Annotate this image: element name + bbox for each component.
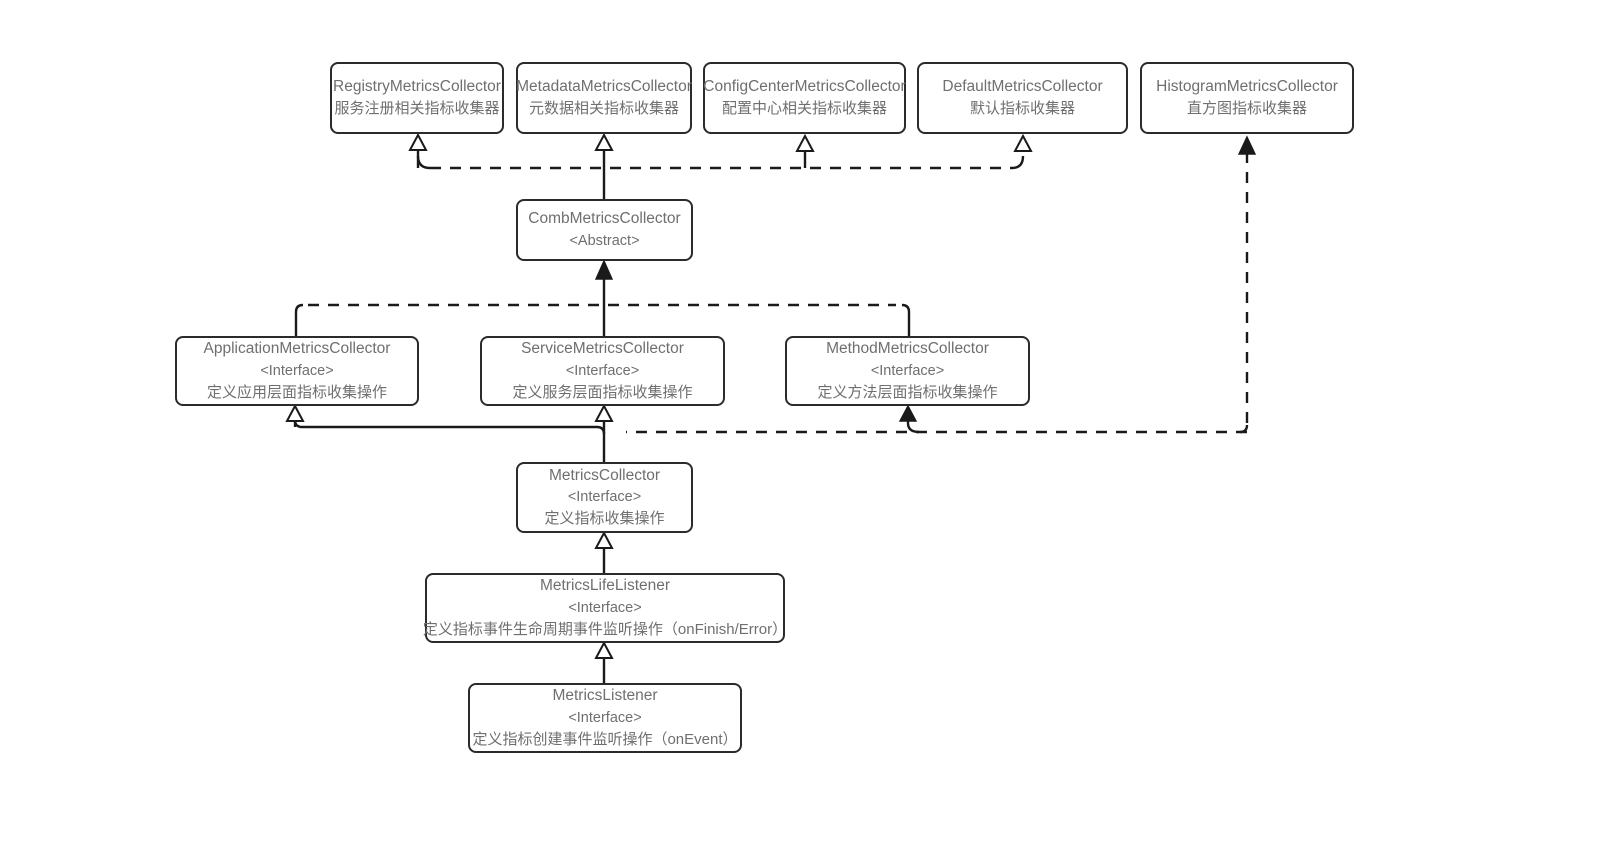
generalization-arrowhead-metricscollector xyxy=(594,530,614,549)
class-description: 元数据相关指标收集器 xyxy=(528,100,679,118)
class-name: ConfigCenterMetricsCollector xyxy=(703,77,906,95)
edge-metricscollector-to-interfaces xyxy=(293,419,606,462)
class-stereotype: <Interface> xyxy=(567,489,642,506)
class-name: MetricsLifeListener xyxy=(539,577,671,595)
edge-comb-to-top-collectors xyxy=(416,150,1025,199)
class-name: MetadataMetricsCollector xyxy=(516,77,692,95)
class-description: 配置中心相关指标收集器 xyxy=(721,100,887,118)
class-node-method-metrics-collector[interactable]: MethodMetricsCollector <Interface> 定义方法层… xyxy=(785,336,1030,406)
class-stereotype: <Interface> xyxy=(870,362,945,379)
arrowhead-registry xyxy=(408,132,428,151)
class-description: 定义指标收集操作 xyxy=(544,510,665,528)
class-description: 定义指标事件生命周期事件监听操作（onFinish/Error） xyxy=(422,620,788,638)
class-name: RegistryMetricsCollector xyxy=(333,77,501,95)
edge-interfaces-to-comb xyxy=(294,278,911,336)
class-name: HistogramMetricsCollector xyxy=(1156,77,1338,95)
class-description: 直方图指标收集器 xyxy=(1186,100,1307,118)
class-node-config-center-metrics-collector[interactable]: ConfigCenterMetricsCollector 配置中心相关指标收集器 xyxy=(703,62,906,134)
class-node-comb-metrics-collector[interactable]: CombMetricsCollector <Abstract> xyxy=(516,199,693,261)
dependency-arrowhead-comb xyxy=(594,259,614,280)
class-node-histogram-metrics-collector[interactable]: HistogramMetricsCollector 直方图指标收集器 xyxy=(1140,62,1354,134)
class-stereotype: <Abstract> xyxy=(569,232,640,249)
class-stereotype: <Interface> xyxy=(568,709,642,726)
arrowhead-metadata xyxy=(594,132,614,151)
edge-histogram-to-method xyxy=(626,152,1249,434)
arrowhead-configcenter xyxy=(795,133,815,152)
class-name: CombMetricsCollector xyxy=(528,210,681,228)
arrowhead-default xyxy=(1013,133,1033,152)
generalization-arrowheads-mid xyxy=(285,403,614,422)
class-name: MetricsCollector xyxy=(548,466,661,484)
class-node-registry-metrics-collector[interactable]: RegistryMetricsCollector 服务注册相关指标收集器 xyxy=(330,62,504,134)
class-description: 定义方法层面指标收集操作 xyxy=(817,383,998,401)
class-stereotype: <Interface> xyxy=(565,362,640,379)
class-node-metrics-life-listener[interactable]: MetricsLifeListener <Interface> 定义指标事件生命… xyxy=(422,573,788,643)
class-description: 定义应用层面指标收集操作 xyxy=(206,383,387,401)
class-node-metrics-listener[interactable]: MetricsListener <Interface> 定义指标创建事件监听操作… xyxy=(468,683,742,753)
arrowhead-histogram xyxy=(1237,135,1257,155)
class-description: 定义指标创建事件监听操作（onEvent） xyxy=(472,730,738,748)
class-description: 服务注册相关指标收集器 xyxy=(334,100,500,118)
generalization-arrowhead-lifelistener xyxy=(594,640,614,659)
class-node-default-metrics-collector[interactable]: DefaultMetricsCollector 默认指标收集器 xyxy=(917,62,1128,134)
realization-arrowheads-top xyxy=(408,132,1033,152)
class-stereotype: <Interface> xyxy=(260,362,334,379)
arrowhead-service xyxy=(594,403,614,422)
class-node-metadata-metrics-collector[interactable]: MetadataMetricsCollector 元数据相关指标收集器 xyxy=(516,62,692,134)
class-name: ApplicationMetricsCollector xyxy=(203,340,391,358)
class-node-service-metrics-collector[interactable]: ServiceMetricsCollector <Interface> 定义服务… xyxy=(480,336,725,406)
class-name: MethodMetricsCollector xyxy=(826,340,989,358)
class-node-application-metrics-collector[interactable]: ApplicationMetricsCollector <Interface> … xyxy=(175,336,419,406)
class-description: 定义服务层面指标收集操作 xyxy=(512,383,693,401)
class-stereotype: <Interface> xyxy=(568,599,642,616)
dependency-arrowhead-method-histogram xyxy=(898,135,1257,422)
class-name: MetricsListener xyxy=(552,687,658,705)
class-node-metrics-collector[interactable]: MetricsCollector <Interface> 定义指标收集操作 xyxy=(516,462,693,533)
class-name: ServiceMetricsCollector xyxy=(521,340,684,358)
class-name: DefaultMetricsCollector xyxy=(942,77,1103,95)
class-description: 默认指标收集器 xyxy=(969,100,1075,118)
arrowhead-application xyxy=(285,403,305,422)
